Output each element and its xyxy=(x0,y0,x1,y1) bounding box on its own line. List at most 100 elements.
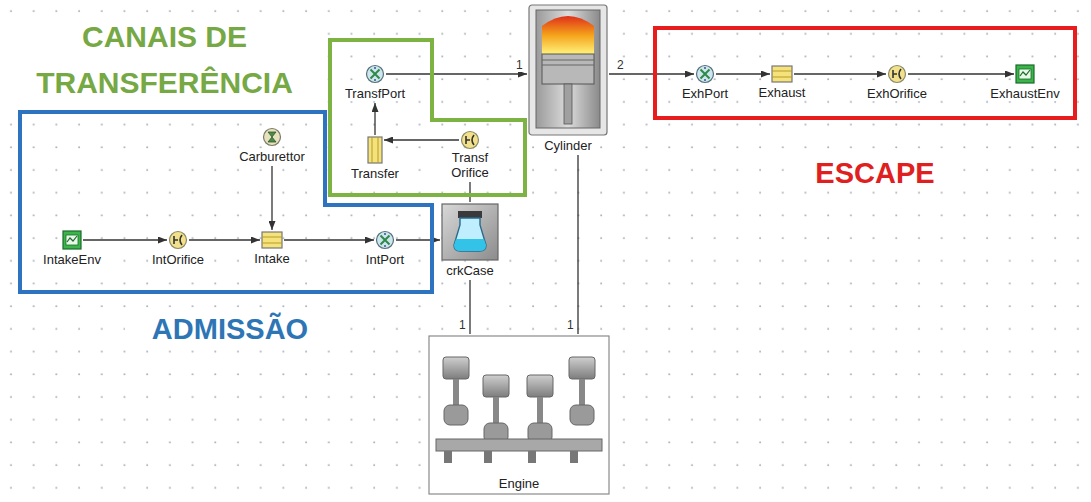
path-shape xyxy=(579,379,585,407)
group-heading: ESCAPE xyxy=(795,156,955,190)
group-outline xyxy=(655,28,1075,118)
component-icon-node: ExhaustEnv xyxy=(986,64,1064,102)
flow-connector xyxy=(271,166,272,230)
rect-shape xyxy=(436,439,602,451)
rect-shape xyxy=(483,375,509,397)
path-shape xyxy=(899,69,901,79)
rect-shape xyxy=(529,5,607,135)
rect-shape xyxy=(442,204,498,260)
cyl-symbol xyxy=(528,4,608,136)
flow-connector xyxy=(189,239,260,240)
port-symbol xyxy=(375,230,395,250)
circle-shape xyxy=(697,66,714,83)
component-block: Engine xyxy=(428,335,610,495)
flow-connector xyxy=(284,239,374,240)
group-region: CANAIS DE TRANSFERÊNCIATransfPortTransfe… xyxy=(330,40,525,195)
path-shape xyxy=(180,235,182,245)
component-icon-node: Carburettor xyxy=(235,127,309,165)
component-label: Carburettor xyxy=(237,149,307,164)
rect-shape xyxy=(772,66,792,82)
component-label: ExhPort xyxy=(680,86,730,101)
component-label: Cylinder xyxy=(542,138,594,153)
component-label: IntPort xyxy=(364,252,406,267)
flow-connector xyxy=(716,73,770,74)
component-block: Cylinder xyxy=(528,4,608,154)
circle-shape xyxy=(170,232,187,249)
path-shape xyxy=(268,132,276,142)
orifice-symbol xyxy=(887,64,907,84)
group-heading: CANAIS DE TRANSFERÊNCIA xyxy=(2,14,327,106)
circle-shape xyxy=(367,66,384,83)
path-shape xyxy=(453,379,459,407)
path-shape xyxy=(466,136,470,144)
group-border xyxy=(655,28,1075,118)
group-region: ESCAPEExhPortExhaustExhOrificeExhaustEnv xyxy=(655,28,1075,118)
component-label: ExhaustEnv xyxy=(988,86,1061,101)
path-shape xyxy=(372,137,378,163)
rect-shape xyxy=(66,235,78,245)
flow-connector xyxy=(469,280,470,334)
group-heading: ADMISSÃO xyxy=(125,312,335,346)
path-shape xyxy=(537,397,543,425)
flow-connector xyxy=(384,139,459,140)
path-shape xyxy=(772,71,792,77)
transfer-symbol xyxy=(367,136,383,164)
port-symbol xyxy=(695,64,715,84)
circle-shape xyxy=(377,232,394,249)
path-shape xyxy=(1020,70,1030,76)
component-icon-node: Exhaust xyxy=(755,65,810,101)
rect-shape xyxy=(1019,69,1031,79)
flow-connector xyxy=(609,73,694,74)
path-shape xyxy=(381,236,390,245)
component-icon-node: IntOrifice xyxy=(148,230,209,268)
path-shape xyxy=(542,60,594,65)
env-symbol xyxy=(1015,64,1035,84)
rect-shape xyxy=(429,336,609,494)
env-symbol xyxy=(62,230,82,250)
path-shape xyxy=(472,135,474,145)
component-label: crkCase xyxy=(444,263,496,278)
carb-symbol xyxy=(262,127,282,147)
component-label: Exhaust xyxy=(757,85,808,100)
orifice-symbol xyxy=(460,130,480,150)
component-label: Transf Orifice xyxy=(439,150,501,180)
group-border xyxy=(330,40,525,195)
port-number: 1 xyxy=(515,58,524,72)
component-label: Engine xyxy=(487,476,551,491)
component-icon-node: Transf Orifice xyxy=(437,130,503,181)
flow-connector xyxy=(469,182,470,202)
rect-shape xyxy=(564,84,572,124)
component-label: Intake xyxy=(252,251,291,266)
port-number: 2 xyxy=(616,58,625,72)
rect-shape xyxy=(569,357,595,379)
path-shape xyxy=(448,451,574,463)
orifice-symbol xyxy=(168,230,188,250)
circle-shape xyxy=(462,132,479,149)
flow-connector xyxy=(83,239,167,240)
flow-connector xyxy=(908,73,1014,74)
component-icon-node: TransfPort xyxy=(341,64,410,102)
path-shape xyxy=(371,70,380,79)
rect-shape xyxy=(443,357,469,379)
rect-shape xyxy=(458,211,482,218)
circle-shape xyxy=(264,129,281,146)
pipe-symbol xyxy=(771,65,793,83)
component-icon-node: IntakeEnv xyxy=(39,230,105,268)
rect-shape xyxy=(536,10,600,128)
pipe-symbol xyxy=(261,231,283,249)
flow-connector xyxy=(386,73,527,74)
path-shape xyxy=(493,397,499,425)
engine-symbol xyxy=(428,335,610,495)
rect-shape xyxy=(262,232,282,248)
rect-shape xyxy=(63,231,81,249)
path-shape xyxy=(704,67,706,81)
flow-connector xyxy=(374,103,375,135)
rect-shape xyxy=(1016,65,1034,83)
path-shape xyxy=(384,233,386,247)
rect-shape xyxy=(527,375,553,397)
path-shape xyxy=(262,237,282,243)
circle-shape xyxy=(889,66,906,83)
rect-shape xyxy=(570,405,594,425)
